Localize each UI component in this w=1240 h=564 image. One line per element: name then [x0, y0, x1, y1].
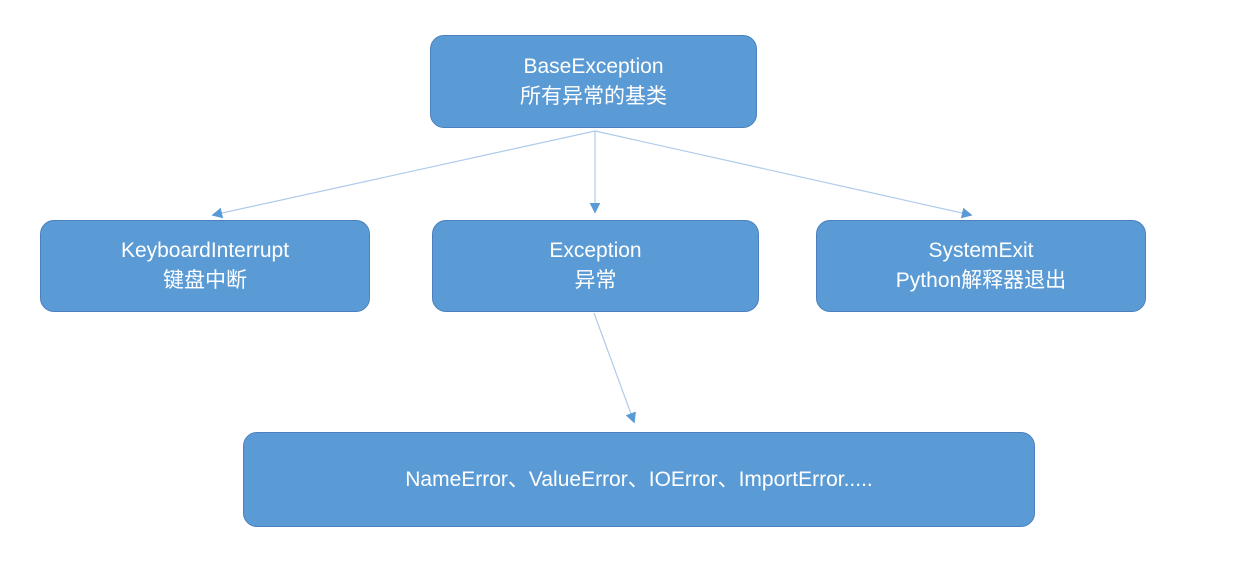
connector-base-to-keyboardinterrupt — [211, 130, 596, 219]
node-subtitle: 所有异常的基类 — [520, 84, 667, 108]
node-base-exception: BaseException 所有异常的基类 — [430, 35, 757, 128]
node-subtitle: Python解释器退出 — [895, 269, 1067, 292]
connector-base-to-systemexit — [594, 130, 973, 219]
node-title: BaseException — [523, 54, 664, 78]
connector-exception-to-subclasses — [593, 312, 636, 424]
node-keyboard-interrupt: KeyboardInterrupt 键盘中断 — [40, 220, 370, 312]
node-title: KeyboardInterrupt — [120, 239, 290, 262]
node-subtitle: 异常 — [574, 269, 617, 292]
node-title: SystemExit — [928, 239, 1034, 262]
node-title: NameError、ValueError、IOError、ImportError… — [405, 467, 873, 491]
node-system-exit: SystemExit Python解释器退出 — [816, 220, 1146, 312]
node-subtitle: 键盘中断 — [163, 269, 247, 292]
node-exception-subclasses: NameError、ValueError、IOError、ImportError… — [243, 432, 1035, 527]
node-title: Exception — [549, 239, 642, 262]
node-exception: Exception 异常 — [432, 220, 759, 312]
